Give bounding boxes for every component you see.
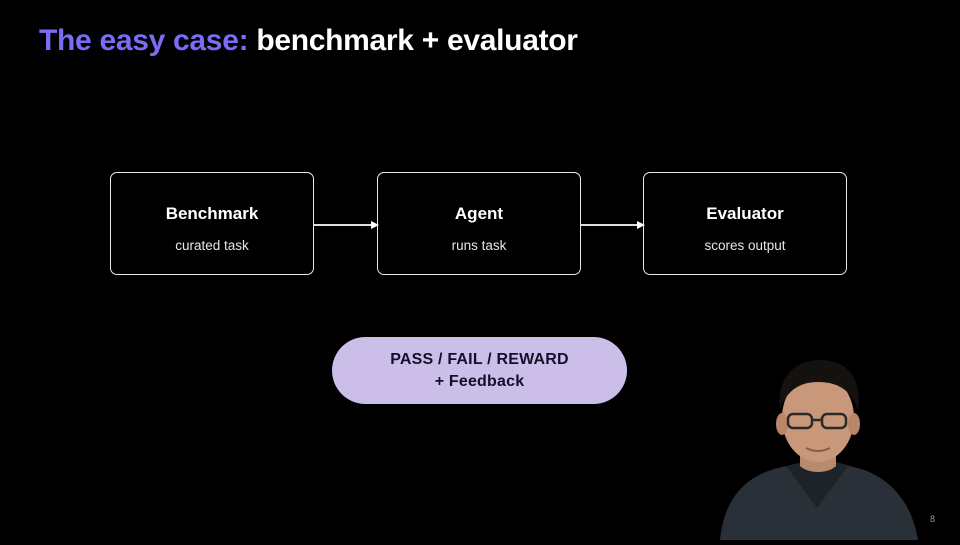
arrow-right-icon — [581, 217, 645, 233]
title-accent: The easy case: — [39, 24, 248, 57]
benchmark-box: Benchmark curated task — [110, 172, 314, 275]
speaker-video-feed — [716, 358, 918, 540]
benchmark-box-title: Benchmark — [111, 204, 313, 224]
agent-box: Agent runs task — [377, 172, 581, 275]
benchmark-box-subtitle: curated task — [111, 238, 313, 253]
slide-title: The easy case: benchmark + evaluator — [39, 24, 578, 58]
result-pill-line2: + Feedback — [332, 373, 627, 391]
result-pill-line1: PASS / FAIL / REWARD — [332, 351, 627, 369]
arrow-right-icon — [314, 217, 379, 233]
evaluator-box-subtitle: scores output — [644, 238, 846, 253]
speaker-silhouette-icon — [716, 358, 918, 540]
agent-box-title: Agent — [378, 204, 580, 224]
result-pill: PASS / FAIL / REWARD + Feedback — [332, 337, 627, 404]
evaluator-box-title: Evaluator — [644, 204, 846, 224]
agent-box-subtitle: runs task — [378, 238, 580, 253]
title-rest: benchmark + evaluator — [256, 24, 577, 57]
evaluator-box: Evaluator scores output — [643, 172, 847, 275]
page-number: 8 — [930, 514, 935, 524]
